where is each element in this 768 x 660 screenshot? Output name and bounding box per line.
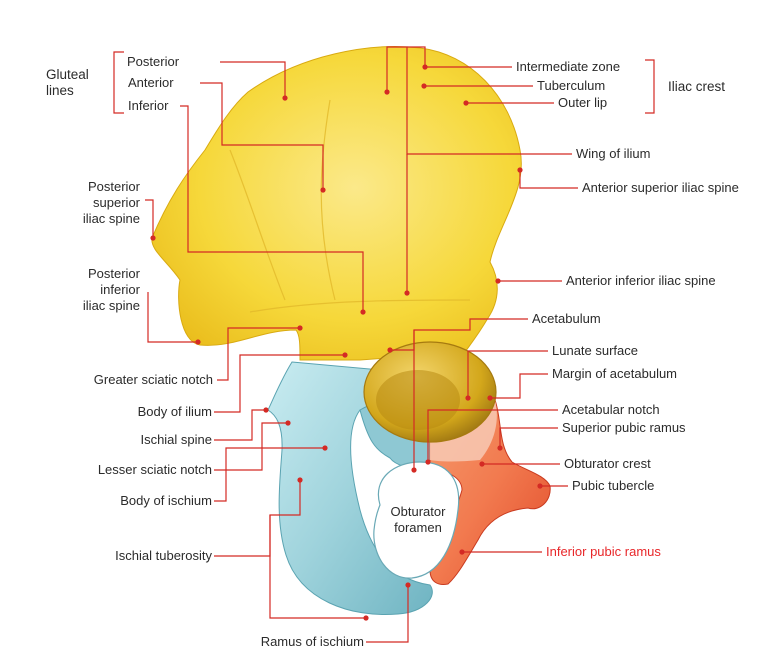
leader-margin-acetabulum	[490, 373, 548, 399]
leader-ramus-ischium	[269, 515, 366, 619]
leader-acetabular-notch	[427, 409, 558, 462]
label-body-of-ischium: Body of ischium	[120, 493, 212, 508]
leader-posterior	[220, 61, 286, 98]
label-margin-of-acetabulum: Margin of acetabulum	[552, 366, 678, 381]
label-acetabulum: Acetabulum	[532, 311, 601, 326]
label-lunate-surface: Lunate surface	[552, 343, 639, 358]
label-outer-lip: Outer lip	[558, 95, 608, 110]
label-asis: Anterior superior iliac spine	[582, 180, 739, 195]
label-inferior-pubic-ramus: Inferior pubic ramus	[546, 544, 661, 559]
leader-superior-pubic-ramus	[499, 427, 558, 448]
label-intermediate-zone: Intermediate zone	[516, 59, 621, 74]
leader-ramus-ischium-2	[366, 585, 409, 643]
label-posterior: Posterior	[127, 54, 180, 69]
leader-lunate-surface	[467, 350, 548, 398]
gluteal-line-posterior	[229, 149, 286, 301]
leader-piis	[147, 292, 198, 343]
leader-body-ischium	[214, 447, 325, 502]
label-obturator-foramen: Obturator foramen	[390, 504, 446, 535]
label-tuberculum: Tuberculum	[537, 78, 606, 93]
leader-greater-sciatic-notch	[217, 327, 300, 381]
label-body-of-ilium: Body of ilium	[137, 404, 212, 419]
label-lesser-sciatic-notch: Lesser sciatic notch	[97, 462, 212, 477]
label-obturator-crest: Obturator crest	[564, 456, 651, 471]
label-ischial-spine: Ischial spine	[140, 432, 212, 447]
label-wing-of-ilium: Wing of ilium	[576, 146, 651, 161]
acetabular-fossa	[376, 370, 460, 430]
label-inferior: Inferior	[128, 98, 169, 113]
label-aiis: Anterior inferior iliac spine	[566, 273, 716, 288]
leader-inferior	[180, 105, 364, 312]
label-piis: Posterior inferior iliac spine	[82, 266, 140, 313]
leader-body-ilium	[214, 354, 345, 413]
gluteal-line-inferior	[249, 299, 471, 313]
ilium-shape	[151, 46, 522, 361]
iliac-crest-bracket	[645, 59, 655, 114]
label-anterior: Anterior	[128, 75, 174, 90]
gluteal-bracket	[113, 51, 124, 114]
leader-asis	[519, 170, 578, 189]
label-ramus-of-ischium: Ramus of ischium	[260, 634, 364, 649]
leader-psis	[145, 199, 154, 238]
leader-lesser-sciatic-notch	[214, 422, 288, 471]
leader-acetabulum	[390, 318, 528, 351]
gluteal-lines-group-label: Gluteal lines	[46, 67, 89, 98]
label-superior-pubic-ramus: Superior pubic ramus	[562, 420, 686, 435]
leader-lines	[113, 46, 655, 643]
label-acetabular-notch: Acetabular notch	[562, 402, 660, 417]
iliac-crest-group-label: Iliac crest	[668, 79, 726, 94]
ischium-shape	[267, 361, 433, 616]
gluteal-line-anterior	[320, 99, 336, 301]
leader-anterior	[200, 82, 324, 190]
leader-intermediate-zone	[386, 46, 512, 92]
leader-dots	[150, 64, 543, 621]
label-psis: Posterior superior iliac spine	[82, 179, 140, 226]
label-pubic-tubercle: Pubic tubercle	[572, 478, 655, 493]
label-greater-sciatic-notch: Greater sciatic notch	[93, 372, 213, 387]
obturator-foramen-shape	[373, 461, 460, 579]
label-ischial-tuberosity: Ischial tuberosity	[115, 548, 212, 563]
leader-ischial-spine	[214, 409, 266, 441]
